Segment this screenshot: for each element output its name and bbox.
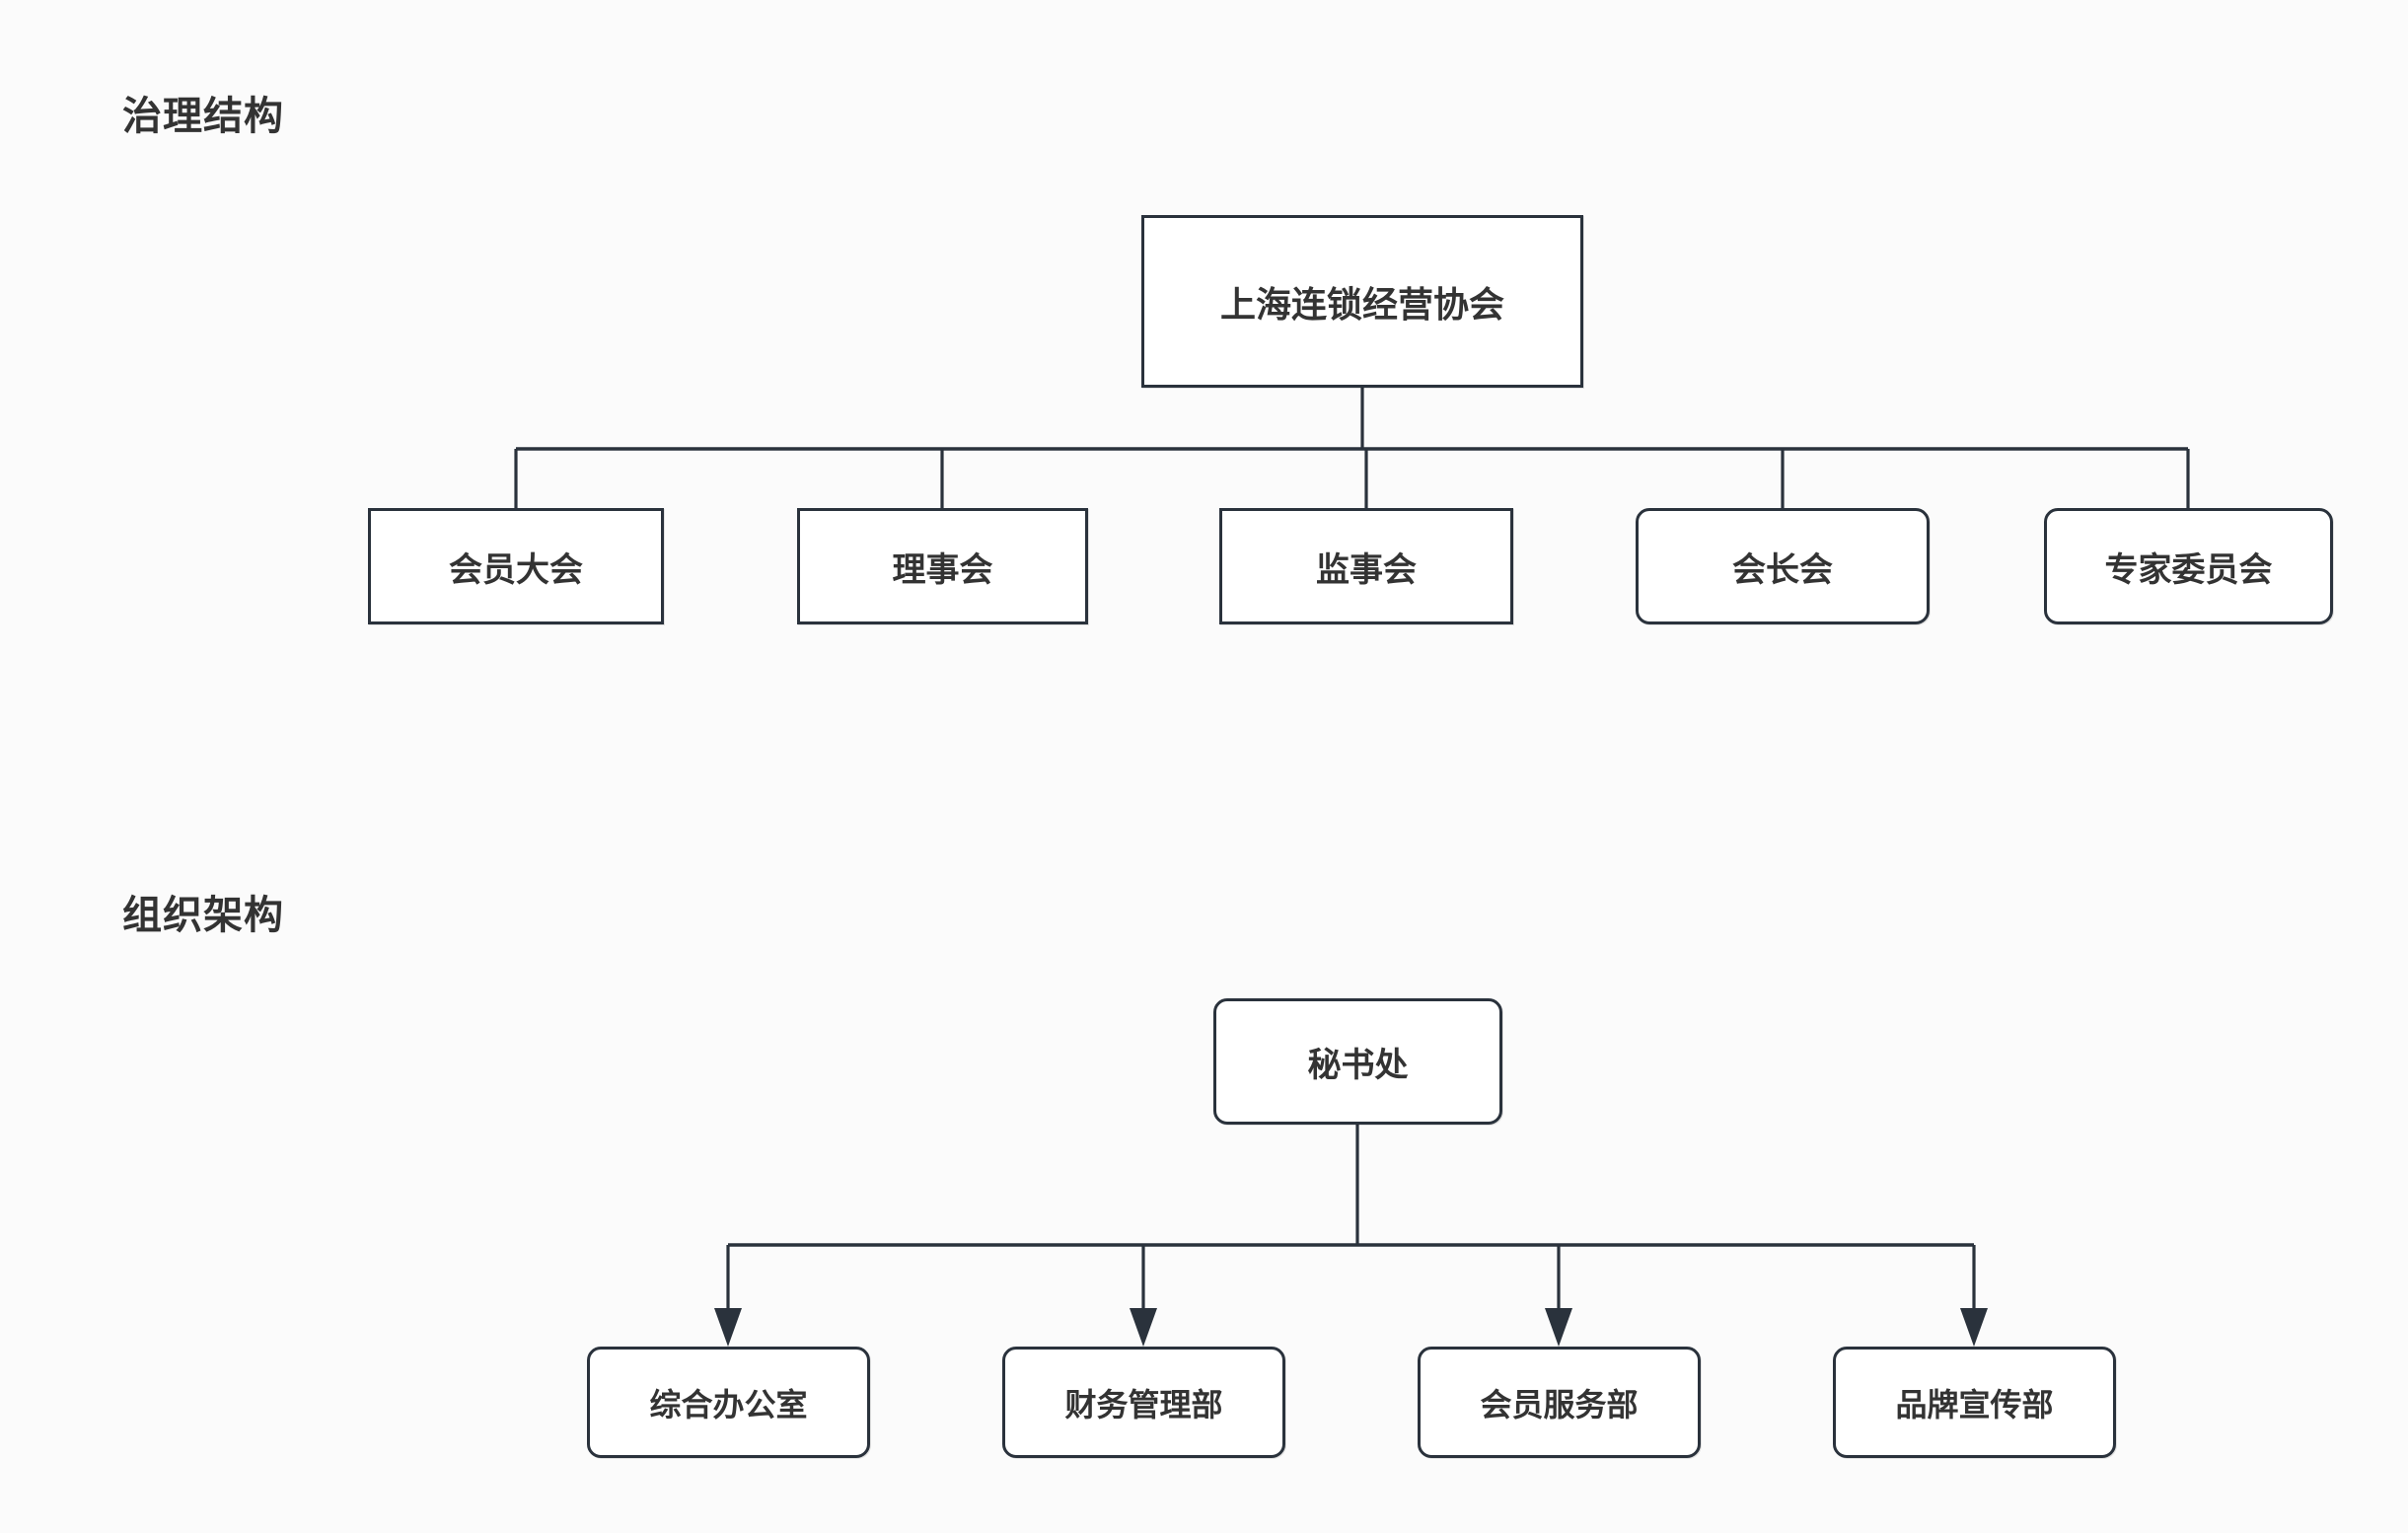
- node-finance-department[interactable]: 财务管理部: [1002, 1347, 1285, 1458]
- node-presidents-meeting[interactable]: 会长会: [1636, 508, 1930, 624]
- node-secretariat-root[interactable]: 秘书处: [1213, 998, 1502, 1125]
- node-general-assembly[interactable]: 会员大会: [368, 508, 664, 624]
- node-association-root[interactable]: 上海连锁经营协会: [1141, 215, 1583, 388]
- node-brand-promotion-department[interactable]: 品牌宣传部: [1833, 1347, 2116, 1458]
- node-member-service-department[interactable]: 会员服务部: [1418, 1347, 1701, 1458]
- arrow-head-finance: [1130, 1308, 1157, 1347]
- section-title-organization: 组织架构: [122, 894, 284, 937]
- node-expert-committee[interactable]: 专家委员会: [2044, 508, 2333, 624]
- node-general-office[interactable]: 综合办公室: [587, 1347, 870, 1458]
- arrow-head-office: [714, 1308, 742, 1347]
- arrow-head-brand: [1960, 1308, 1988, 1347]
- section-title-governance: 治理结构: [122, 95, 284, 138]
- arrow-head-member: [1545, 1308, 1572, 1347]
- node-board-of-supervisors[interactable]: 监事会: [1219, 508, 1513, 624]
- node-council[interactable]: 理事会: [797, 508, 1088, 624]
